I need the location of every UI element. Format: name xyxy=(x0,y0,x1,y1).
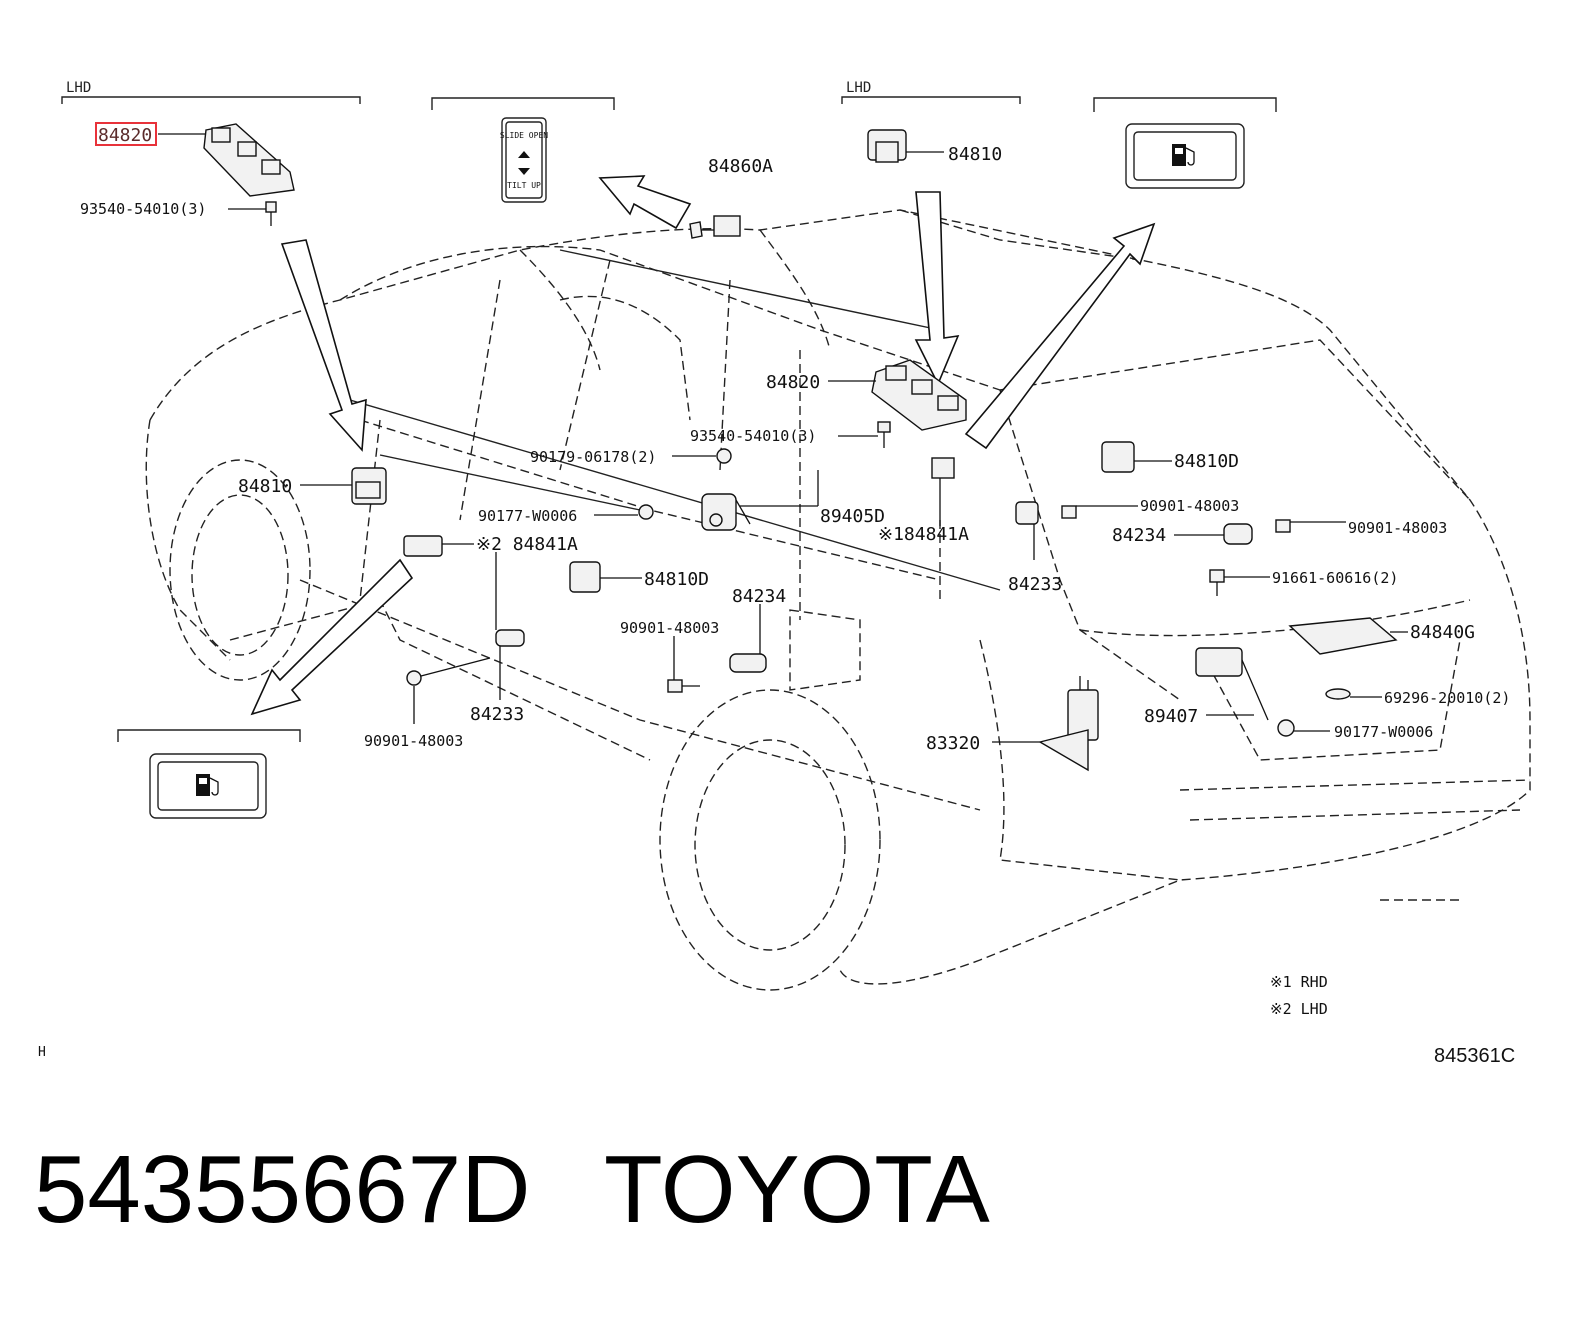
part-highlight-box xyxy=(95,122,157,146)
sensor-89405D xyxy=(701,493,751,531)
fuel-pump-icon xyxy=(196,774,219,796)
diagram-code: 845361C xyxy=(1434,1045,1515,1067)
pointer-arrow xyxy=(964,222,1156,450)
note-rhd: ※1 RHD xyxy=(1270,973,1328,991)
part-label[interactable]: 89407 xyxy=(1144,706,1198,727)
sensor-84234-mid xyxy=(729,653,767,673)
pointer-arrow xyxy=(250,558,414,716)
note-lhd: ※2 LHD xyxy=(1270,1000,1328,1018)
window-switch-master-mid xyxy=(871,359,967,431)
sensor-84840G xyxy=(1288,617,1398,655)
sensor-84234-right xyxy=(1223,523,1253,545)
part-label[interactable]: 90901-48003 xyxy=(364,732,463,750)
corner-mark: H xyxy=(38,1045,46,1060)
sunshade-switch-part xyxy=(689,215,741,239)
part-label[interactable]: 90901-48003 xyxy=(1348,519,1447,537)
inset-header-fuel-left xyxy=(117,729,301,742)
bolt-icon xyxy=(1209,569,1225,596)
part-label[interactable]: 89405D xyxy=(820,506,885,527)
part-label[interactable]: 84234 xyxy=(1112,525,1166,546)
sunshade-switch-inset: SLIDE OPEN TILT UP xyxy=(500,117,548,203)
part-label-highlighted[interactable]: 84820 xyxy=(98,125,152,146)
inset-header-lhd-right: LHD xyxy=(841,80,1021,104)
fuel-door-switch-inset-left xyxy=(149,753,267,819)
switch-84810D-right xyxy=(1101,441,1135,473)
switch-84841A xyxy=(403,535,443,557)
screw-icon xyxy=(265,201,277,226)
bolt-icon xyxy=(1275,519,1291,533)
cap-icon xyxy=(1325,688,1351,700)
vehicle-body-outline xyxy=(145,209,1531,991)
part-label[interactable]: 84234 xyxy=(732,586,786,607)
legend-notes: ※1 RHD ※2 LHD xyxy=(1270,973,1328,1018)
window-switch-master-top xyxy=(203,123,295,197)
part-label[interactable]: ※184841A xyxy=(878,524,969,545)
screw-icon xyxy=(877,421,891,448)
part-label[interactable]: 93540-54010(3) xyxy=(690,427,816,445)
part-label[interactable]: 84810 xyxy=(238,476,292,497)
part-label[interactable]: 84810 xyxy=(948,144,1002,165)
switch-84810D-mid xyxy=(569,561,601,593)
part-labels: 84820 93540-54010(3) 84860A 84810 84820 … xyxy=(80,125,1510,754)
pointer-arrow xyxy=(598,175,692,230)
sunshade-open-text: SLIDE OPEN xyxy=(500,131,548,140)
part-label[interactable]: 84840G xyxy=(1410,622,1475,643)
part-label[interactable]: 90177-W0006 xyxy=(478,507,577,525)
inset-header-lhd-left: LHD xyxy=(61,80,361,104)
footer-part-number: 54355667D xyxy=(34,1136,530,1243)
clip-icon xyxy=(1277,719,1295,737)
part-label[interactable]: 84233 xyxy=(470,704,524,725)
clip-icon xyxy=(638,504,654,520)
pointer-arrow xyxy=(280,239,367,452)
bolt-icon xyxy=(1061,505,1077,519)
fuel-pump-icon xyxy=(1172,144,1195,166)
part-label[interactable]: 84810D xyxy=(1174,451,1239,472)
header-lhd-right: LHD xyxy=(846,80,871,96)
part-label[interactable]: ※2 84841A xyxy=(476,534,578,555)
part-label[interactable]: 90901-48003 xyxy=(1140,497,1239,515)
part-label[interactable]: 84233 xyxy=(1008,574,1062,595)
sunshade-tilt-text: TILT UP xyxy=(507,181,541,190)
leader-lines xyxy=(158,133,1408,743)
part-label[interactable]: 84820 xyxy=(766,372,820,393)
part-label[interactable]: 93540-54010(3) xyxy=(80,200,206,218)
part-label[interactable]: 84810D xyxy=(644,569,709,590)
switch-84810-top xyxy=(867,129,907,163)
up-arrow-icon xyxy=(518,151,530,158)
part-label[interactable]: 91661-60616(2) xyxy=(1272,569,1398,587)
bolt-icon xyxy=(667,679,700,693)
part-label[interactable]: 90177-W0006 xyxy=(1334,723,1433,741)
inset-header-sunshade xyxy=(431,97,615,110)
connector-184841A xyxy=(931,457,955,479)
sensor-84233-left xyxy=(495,629,525,647)
pointer-arrow xyxy=(914,191,960,386)
inset-header-fuel-right xyxy=(1093,97,1277,112)
part-label[interactable]: 90179-06178(2) xyxy=(530,448,656,466)
bolt-icon xyxy=(406,657,491,686)
header-lhd-left: LHD xyxy=(66,80,91,96)
clip-icon xyxy=(716,448,732,464)
switch-84810-left xyxy=(351,467,387,505)
sensor-89407 xyxy=(1195,647,1269,721)
part-label[interactable]: 84860A xyxy=(708,156,773,177)
sensor-84233-right xyxy=(1015,501,1039,525)
part-label[interactable]: 90901-48003 xyxy=(620,619,719,637)
sensor-83320 xyxy=(1038,676,1099,772)
down-arrow-icon xyxy=(518,168,530,175)
footer-brand: TOYOTA xyxy=(604,1136,990,1243)
part-label[interactable]: 69296-20010(2) xyxy=(1384,689,1510,707)
fuel-door-switch-inset-right xyxy=(1125,123,1245,189)
part-label[interactable]: 83320 xyxy=(926,733,980,754)
